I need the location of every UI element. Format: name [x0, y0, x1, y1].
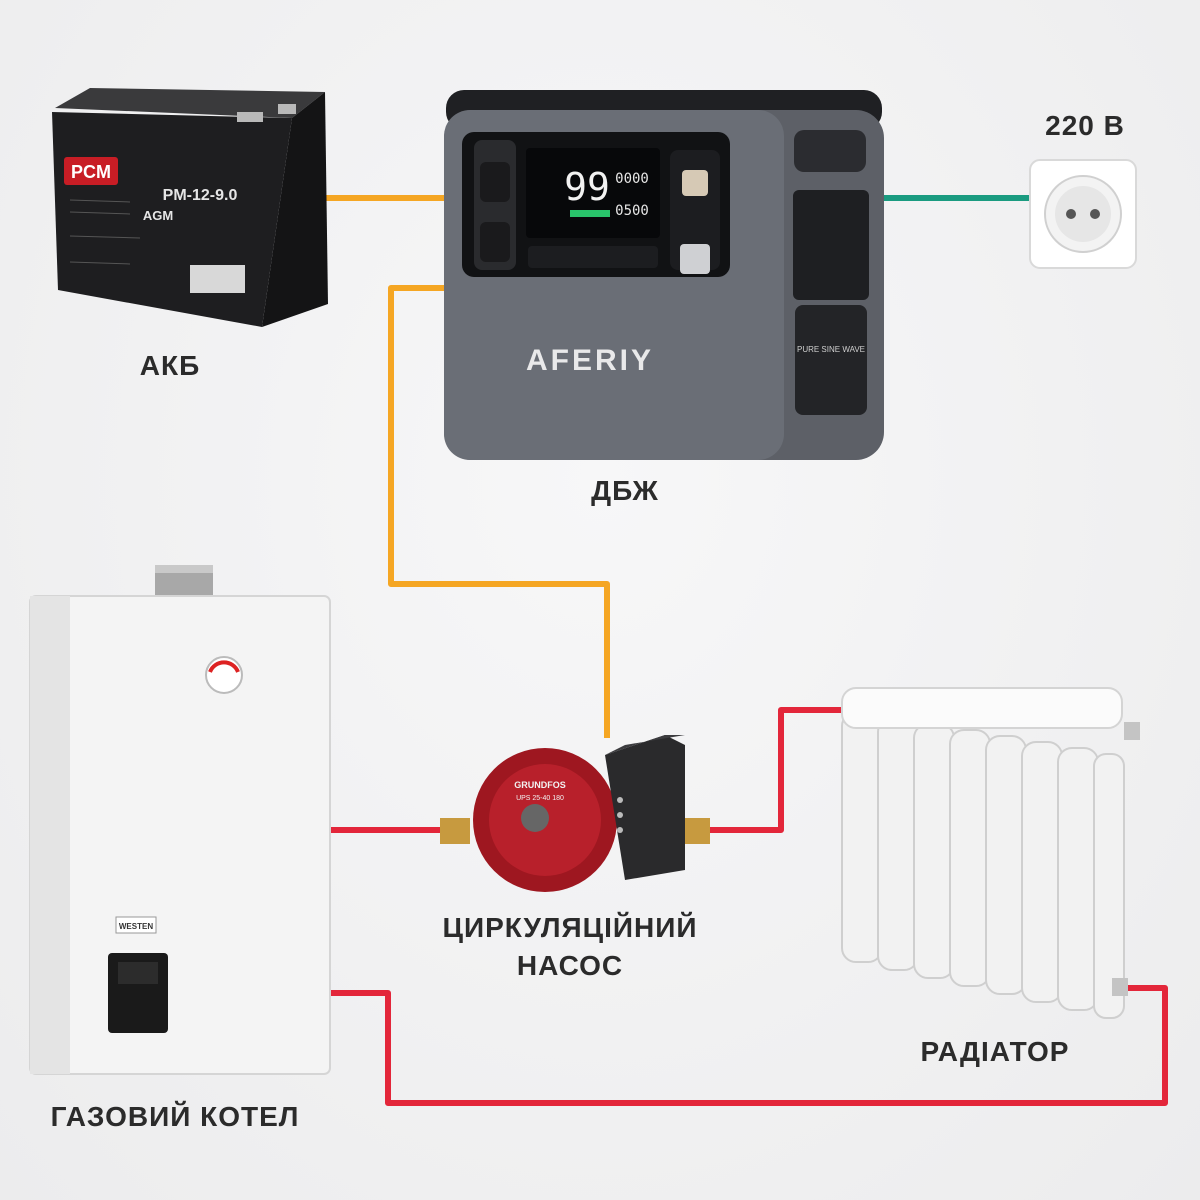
- ups-pump-wire: [388, 285, 610, 738]
- radiator-boiler-pipe: [328, 985, 1168, 1106]
- ups-power-button: [680, 244, 710, 274]
- ups-brand: AFERIY: [526, 344, 654, 377]
- radiator-label: РАДІАТОР: [920, 1036, 1070, 1067]
- ups-battery-bar: [570, 210, 610, 217]
- battery-label: АКБ: [139, 350, 201, 381]
- pump-label-line1: ЦИРКУЛЯЦІЙНИЙ: [442, 912, 698, 943]
- ups-display-input: 0500: [615, 203, 649, 219]
- ups-power-station: 99 0000 0500 AFERIY PURE SINE WAVE: [444, 90, 884, 460]
- pump-radiator-pipe: [705, 707, 850, 833]
- grid-voltage-label: 220 В: [1045, 110, 1125, 141]
- ups-side-label: PURE SINE WAVE: [797, 345, 865, 354]
- pump-label-line2: НАСОС: [516, 950, 624, 981]
- boiler-brand: WESTEN: [119, 922, 153, 931]
- gas-boiler: WESTEN: [29, 565, 331, 1075]
- circulation-pump: GRUNDFOS UPS 25-40 180: [440, 735, 710, 892]
- ups-display-output: 0000: [615, 171, 649, 187]
- battery-type: AGM: [143, 208, 173, 223]
- ups-label: ДБЖ: [591, 475, 659, 506]
- battery-barcode: [190, 265, 245, 293]
- battery-brand-badge: [64, 157, 118, 185]
- battery-brand: PCM: [71, 162, 111, 182]
- battery: PCM PM-12-9.0 AGM: [52, 88, 328, 327]
- boiler-label: ГАЗОВИЙ КОТЕЛ: [50, 1101, 300, 1132]
- battery-model: PM-12-9.0: [163, 187, 238, 204]
- ups-display-percent: 99: [564, 165, 610, 209]
- pump-model: UPS 25-40 180: [516, 795, 564, 802]
- ups-side-vent: [793, 190, 869, 300]
- wall-socket: [1029, 159, 1137, 269]
- pump-brand: GRUNDFOS: [514, 780, 566, 790]
- radiator: [841, 687, 1140, 1019]
- ups-display: [526, 148, 660, 238]
- ups-light-button: [682, 170, 708, 196]
